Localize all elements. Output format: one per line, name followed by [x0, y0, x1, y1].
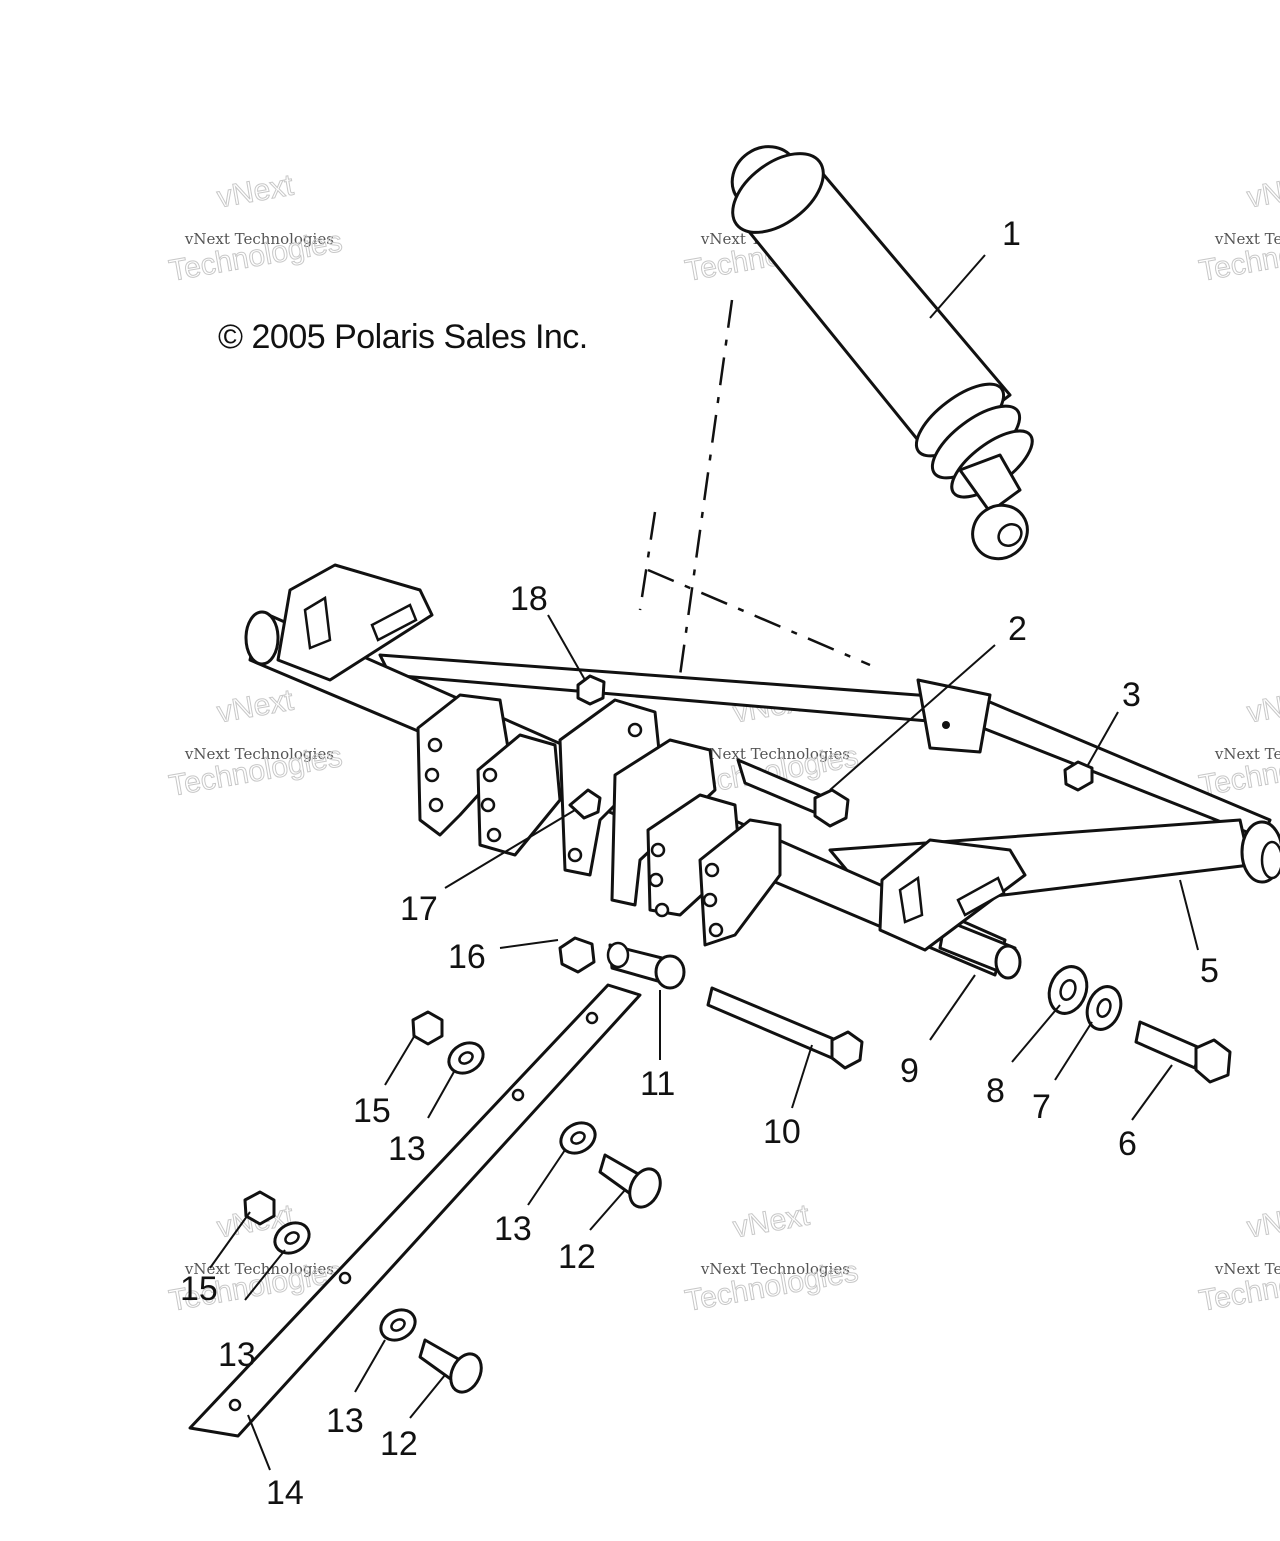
callout-2: 2 [1008, 610, 1027, 648]
shock-absorber [730, 145, 1034, 561]
centerlines [638, 299, 871, 691]
callouts: 1 2 3 5 6 7 8 9 10 11 12 12 13 13 13 13 … [180, 215, 1219, 1512]
callout-5: 5 [1200, 952, 1219, 990]
callout-9: 9 [900, 1052, 919, 1090]
callout-14: 14 [266, 1474, 304, 1512]
callout-13-c: 13 [218, 1336, 256, 1374]
callout-15-upper: 15 [353, 1092, 391, 1130]
callout-17: 17 [400, 890, 438, 928]
leader-lines [209, 254, 1199, 1471]
nut-16 [558, 936, 596, 974]
watermark-text: vNext Technologies [700, 745, 850, 763]
watermark-text: vNext Technologies [184, 1260, 334, 1278]
watermark-text: vNext Technologies [184, 745, 334, 763]
callout-7: 7 [1032, 1088, 1051, 1126]
callout-3: 3 [1122, 676, 1141, 714]
callout-13-a: 13 [388, 1130, 426, 1168]
mounting-plates [416, 693, 782, 947]
strap-14 [188, 983, 642, 1438]
watermark-big: vNext [1245, 684, 1280, 730]
nut-15-upper [411, 1010, 444, 1046]
watermark-big: vNext [731, 1199, 813, 1245]
nut-3 [1063, 760, 1094, 792]
watermark-text: vNext Technologies [184, 230, 334, 248]
watermark-big: vNext [215, 684, 297, 730]
callout-12-upper: 12 [558, 1238, 596, 1276]
watermark-text: vNext Technologies [1214, 230, 1280, 248]
nut-15-lower [243, 1190, 276, 1226]
watermark-big: vNext [215, 169, 297, 215]
hardware-lower [188, 936, 1232, 1438]
watermark-text: vNext Technologies [1214, 745, 1280, 763]
callout-11: 11 [640, 1065, 675, 1103]
nut-18 [576, 674, 606, 706]
callout-13-d: 13 [326, 1402, 364, 1440]
callout-16: 16 [448, 938, 486, 976]
watermark-big: vNext [1245, 1199, 1280, 1245]
callout-12-lower: 12 [380, 1425, 418, 1463]
watermark-text: vNext Technologies [1214, 1260, 1280, 1278]
bolt-6 [1134, 1020, 1202, 1070]
copyright-notice: © 2005 Polaris Sales Inc. [218, 318, 588, 356]
callout-10: 10 [763, 1113, 801, 1151]
callout-6: 6 [1118, 1125, 1137, 1163]
bolt-10 [706, 986, 838, 1060]
callout-18: 18 [510, 580, 548, 618]
hardware-upper [568, 674, 1094, 828]
callout-15-lower: 15 [180, 1270, 218, 1308]
watermark-big: vNext [1245, 169, 1280, 215]
callout-13-b: 13 [494, 1210, 532, 1248]
callout-8: 8 [986, 1072, 1005, 1110]
callout-1: 1 [1002, 215, 1021, 253]
stud-17 [568, 788, 602, 820]
watermark-text: vNext Technologies [700, 1260, 850, 1278]
